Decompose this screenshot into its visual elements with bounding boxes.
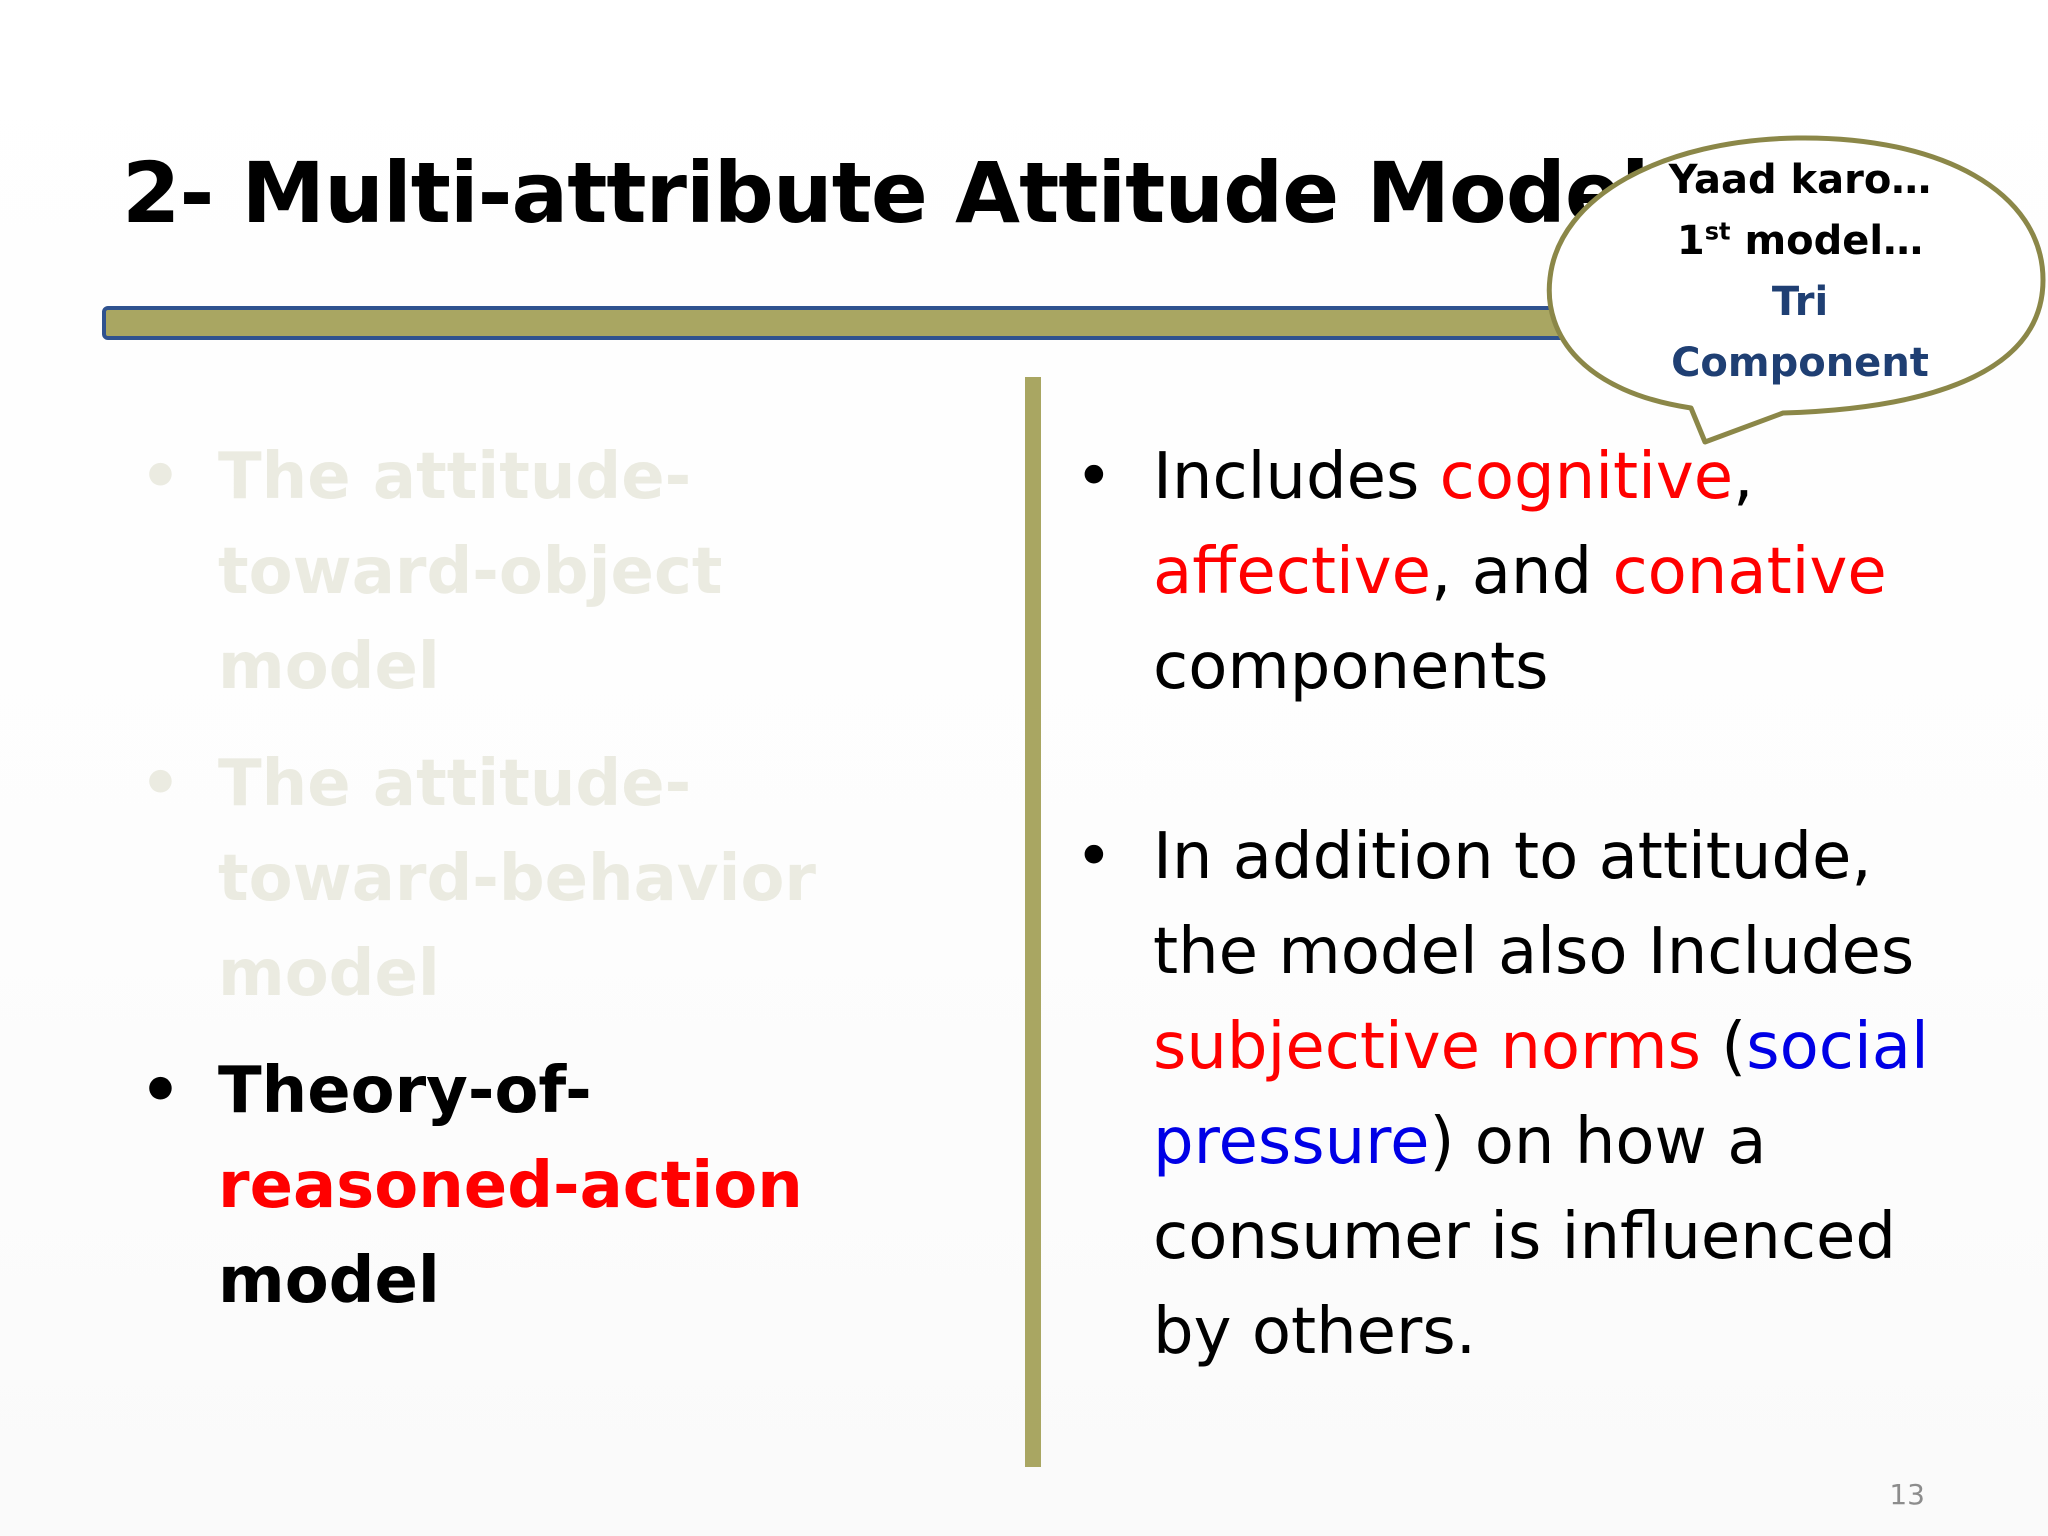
list-item-active: • Theory-of-reasoned-action model [140, 1044, 940, 1329]
list-item-text: ( [1700, 1010, 1747, 1084]
callout-text: Yaad karo… 1st model… Tri Component [1600, 150, 2000, 394]
callout-line: 1st model… [1600, 211, 2000, 272]
title-underline-bar [102, 306, 1702, 340]
list-item-text: , [1733, 440, 1754, 514]
highlighted-term-blue: social pressure [1153, 1010, 1929, 1179]
highlighted-term: cognitive [1439, 440, 1734, 514]
list-item: • The attitude-toward-object model [140, 430, 940, 715]
callout-line: Yaad karo… [1668, 157, 1932, 203]
bullet-icon: • [140, 1054, 181, 1128]
list-item-text: , and [1431, 535, 1613, 609]
callout-text-part: model… [1730, 218, 1924, 264]
list-item-text: model [218, 1244, 440, 1318]
list-item: • The attitude-toward-behavior model [140, 737, 940, 1022]
speech-bubble-icon [1546, 135, 2046, 445]
bullet-icon: • [1075, 820, 1113, 894]
list-item: • Includes cognitive, affective, and con… [1075, 430, 1975, 715]
list-item-text: In addition to attitude, the model also … [1153, 820, 1915, 989]
highlighted-term: affective [1153, 535, 1431, 609]
list-item-text: The attitude-toward-behavior model [218, 747, 816, 1011]
slide-title: 2- Multi-attribute Attitude Models [122, 144, 1699, 242]
list-item-text: Includes [1153, 440, 1440, 514]
callout-number: 1 [1676, 218, 1705, 264]
bullet-icon: • [140, 747, 181, 821]
column-divider [1025, 377, 1041, 1467]
callout-line: Tri [1771, 279, 1829, 325]
list-item-text: The attitude-toward-object model [218, 440, 723, 704]
list-item-text: Theory-of- [218, 1054, 592, 1128]
page-number: 13 [1889, 1478, 1925, 1511]
right-bullet-list: • Includes cognitive, affective, and con… [1075, 430, 1975, 1475]
list-item-text: ) on how a consumer is influenced by oth… [1153, 1105, 1896, 1369]
bullet-icon: • [1075, 440, 1113, 514]
callout-superscript: st [1704, 217, 1731, 246]
list-item: • In addition to attitude, the model als… [1075, 810, 1975, 1380]
bullet-icon: • [140, 440, 181, 514]
highlighted-term: subjective norms [1153, 1010, 1701, 1084]
highlighted-term: conative [1612, 535, 1887, 609]
highlighted-term: reasoned-action [218, 1149, 803, 1223]
list-item-text: components [1153, 630, 1549, 704]
left-bullet-list: • The attitude-toward-object model • The… [140, 430, 940, 1351]
callout-line: Component [1671, 340, 1929, 386]
